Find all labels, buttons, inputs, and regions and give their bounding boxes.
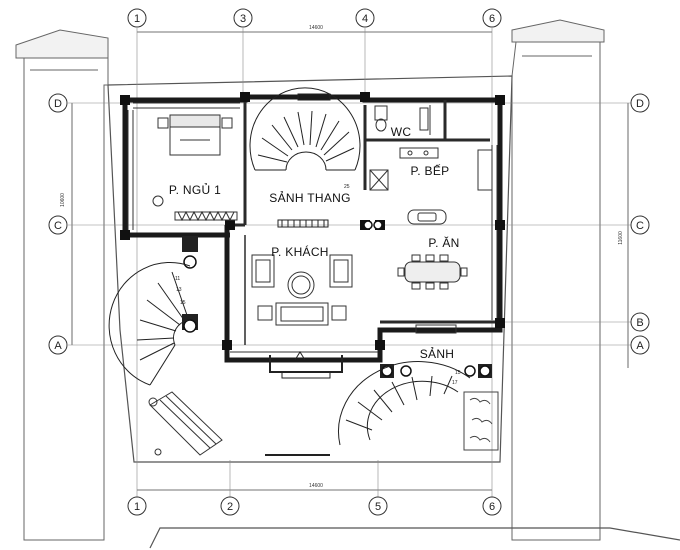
dining-table	[397, 254, 468, 290]
grid-bubble-bottom-6: 6	[482, 496, 502, 516]
exterior-walls	[122, 94, 503, 363]
dimension-top-total: 14600	[309, 25, 323, 31]
bedroom-wardrobe	[174, 210, 238, 222]
right-stair-step-15: 15	[455, 370, 461, 376]
grid-bubble-right-d: D	[630, 93, 650, 113]
svg-text:D: D	[54, 98, 62, 110]
grid-bubble-right-c: C	[630, 215, 650, 235]
svg-text:2: 2	[227, 501, 233, 513]
left-neighbor-building	[15, 29, 109, 541]
left-stair-step-13: 13	[176, 287, 182, 293]
svg-text:D: D	[636, 98, 644, 110]
svg-text:A: A	[54, 340, 62, 352]
svg-text:C: C	[54, 220, 62, 232]
site-boundary	[107, 75, 680, 549]
svg-text:6: 6	[489, 13, 495, 25]
dimension-bottom-total: 14600	[309, 483, 323, 489]
grid-bubble-top-4: 4	[355, 8, 375, 28]
grid-bubble-bottom-2: 2	[220, 496, 240, 516]
grid-bubble-right-b: B	[630, 312, 650, 332]
svg-text:4: 4	[362, 13, 368, 25]
garden-planter	[463, 391, 499, 451]
entrance-bay	[269, 351, 343, 379]
bedroom-bed	[157, 114, 233, 156]
svg-text:C: C	[636, 220, 644, 232]
dimension-left-total: 10600	[60, 193, 66, 207]
right-curved-steps	[338, 361, 471, 446]
svg-text:3: 3	[240, 13, 246, 25]
svg-text:1: 1	[134, 501, 140, 513]
dining-island	[407, 209, 447, 225]
room-label-bedroom: P. NGỦ 1	[169, 182, 221, 197]
grid-bubble-left-d: D	[48, 93, 68, 113]
kitchen-counter	[369, 147, 493, 191]
main-stair-step-number: 25	[344, 184, 350, 190]
room-label-stair-hall: SẢNH THANG	[269, 190, 350, 205]
column-circles	[183, 220, 491, 377]
grid-bubble-right-a: A	[630, 335, 650, 355]
grid-bubble-top-6: 6	[482, 8, 502, 28]
left-spiral-staircase	[108, 262, 191, 386]
dimension-lines	[71, 31, 629, 491]
dimension-right-total: 11600	[618, 231, 624, 245]
grid-bubble-top-1: 1	[127, 8, 147, 28]
svg-text:1: 1	[134, 13, 140, 25]
room-label-dining: P. ĂN	[428, 235, 459, 250]
grid-bubble-top-3: 3	[233, 8, 253, 28]
left-exterior-steps	[148, 391, 223, 456]
right-neighbor-building	[511, 19, 605, 541]
right-stair-step-17: 17	[452, 380, 458, 386]
room-label-kitchen: P. BẾP	[411, 163, 450, 178]
grid-bubble-left-c: C	[48, 215, 68, 235]
room-label-entrance: SẢNH	[420, 346, 455, 361]
thin-window-lines	[127, 102, 498, 353]
svg-text:A: A	[636, 340, 644, 352]
grid-bubble-bottom-1: 1	[127, 496, 147, 516]
grid-bubble-left-a: A	[48, 335, 68, 355]
svg-text:5: 5	[375, 501, 381, 513]
left-stair-step-11: 11	[175, 276, 180, 282]
grid-bubble-bottom-5: 5	[368, 496, 388, 516]
main-spiral-staircase	[249, 87, 361, 171]
living-furniture	[251, 254, 353, 326]
room-label-living: P. KHÁCH	[271, 244, 329, 259]
entrance-door-frame	[415, 324, 457, 334]
svg-text:6: 6	[489, 501, 495, 513]
wc-fixtures	[374, 105, 431, 135]
svg-text:B: B	[636, 317, 643, 329]
left-stair-step-15: 15	[180, 300, 186, 306]
stair-hall-railing	[277, 219, 329, 228]
room-label-wc: WC	[391, 125, 412, 139]
bedroom-chair	[152, 195, 164, 207]
